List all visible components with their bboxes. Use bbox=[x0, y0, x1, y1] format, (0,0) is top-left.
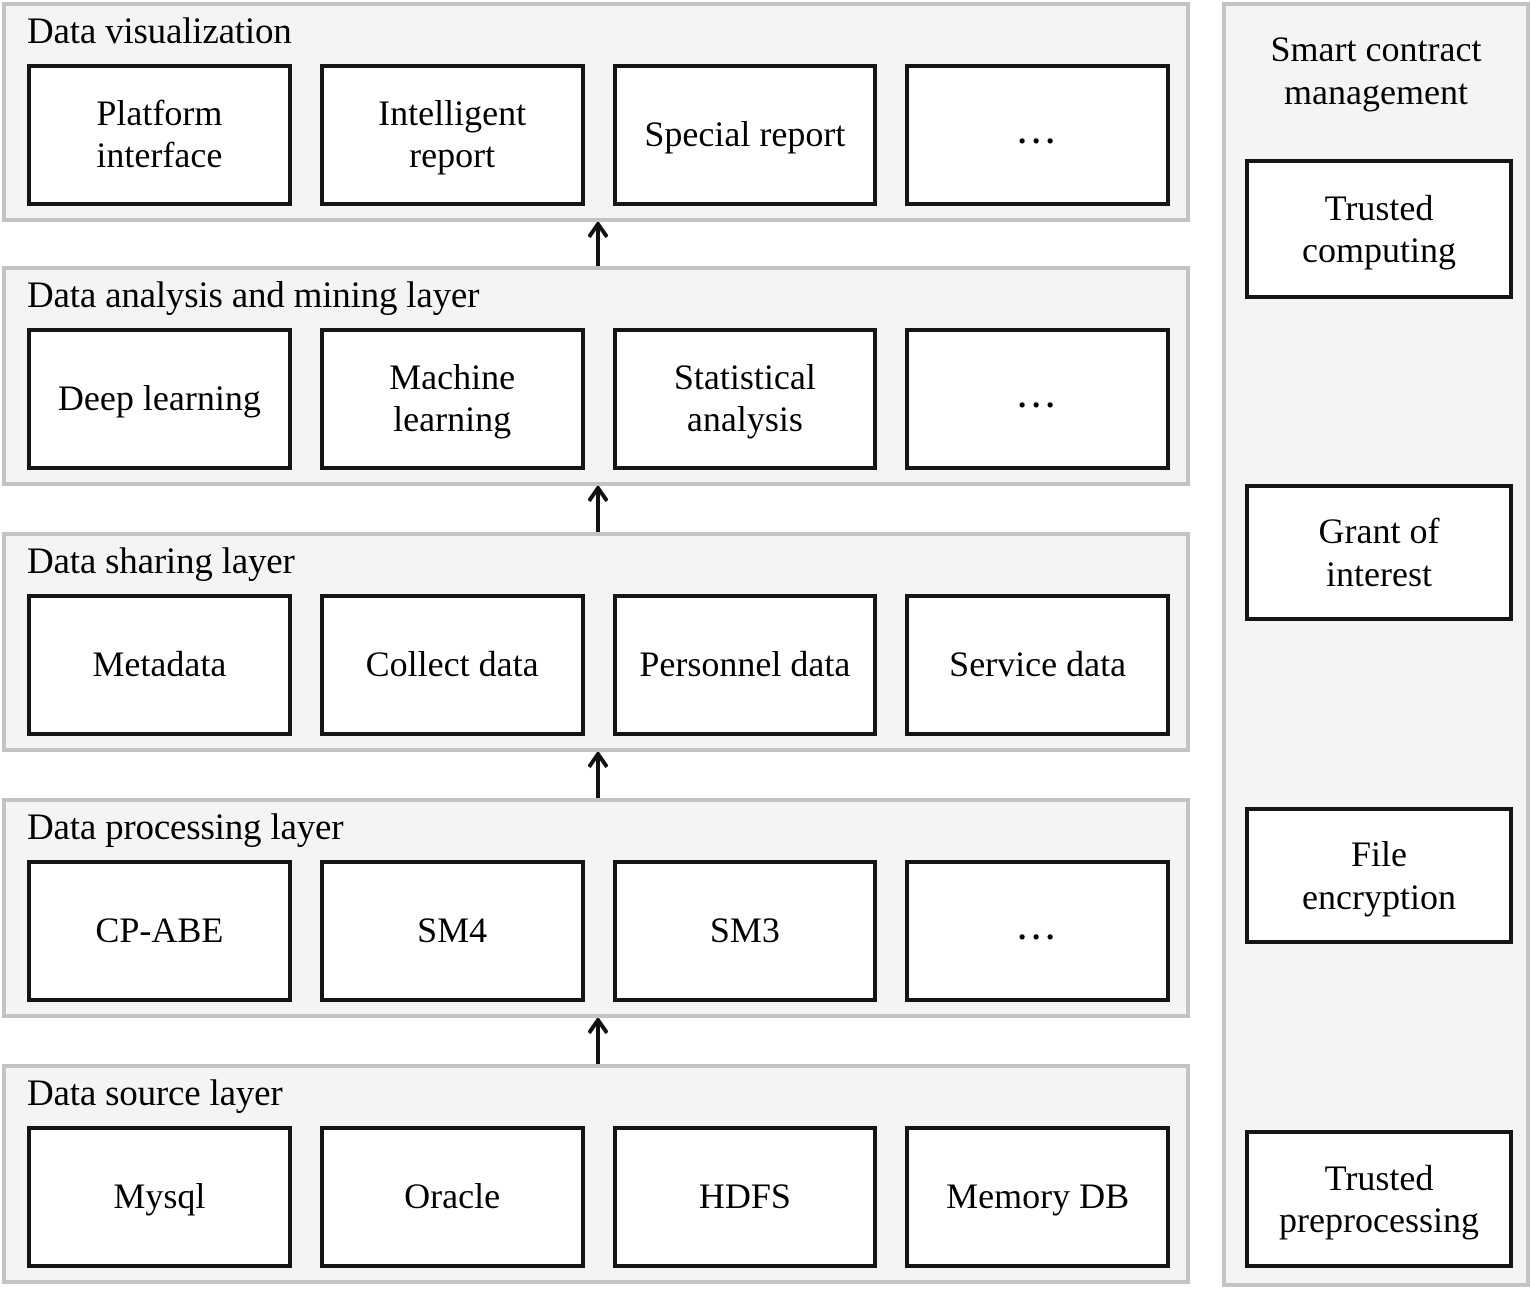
layer-box-label: Special report bbox=[644, 114, 846, 155]
side-panel-title: Smart contract management bbox=[1270, 29, 1482, 113]
layer-box-row: CP-ABE SM4 SM3 ... bbox=[27, 860, 1170, 1002]
smart-contract-management-panel: Smart contract management Trusted comput… bbox=[1222, 2, 1530, 1287]
layer-title: Data visualization bbox=[27, 11, 292, 52]
layer-panel-data-processing: Data processing layer CP-ABE SM4 SM3 ... bbox=[2, 798, 1190, 1018]
layer-box-label: Platform interface bbox=[96, 93, 223, 175]
side-box-grant-of-interest[interactable]: Grant of interest bbox=[1245, 484, 1513, 621]
layer-title: Data sharing layer bbox=[27, 541, 295, 582]
layer-box-more-ellipsis[interactable]: ... bbox=[905, 860, 1170, 1002]
side-box-label: Trusted computing bbox=[1302, 187, 1456, 270]
layer-box-deep-learning[interactable]: Deep learning bbox=[27, 328, 292, 470]
layer-box-row: Platform interface Intelligent report Sp… bbox=[27, 64, 1170, 206]
layer-box-label: Service data bbox=[949, 644, 1127, 685]
layer-box-label: Oracle bbox=[404, 1176, 501, 1217]
layer-title: Data processing layer bbox=[27, 807, 344, 848]
layer-box-collect-data[interactable]: Collect data bbox=[319, 594, 585, 736]
side-box-trusted-preprocessing[interactable]: Trusted preprocessing bbox=[1245, 1130, 1513, 1268]
side-box-label: Trusted preprocessing bbox=[1279, 1157, 1479, 1240]
side-box-trusted-computing[interactable]: Trusted computing bbox=[1245, 159, 1513, 299]
layer-title: Data source layer bbox=[27, 1073, 283, 1114]
layer-box-service-data[interactable]: Service data bbox=[905, 594, 1170, 736]
layer-box-row: Deep learning Machine learning Statistic… bbox=[27, 328, 1170, 470]
layer-box-more-ellipsis[interactable]: ... bbox=[905, 328, 1170, 470]
layer-box-memory-db[interactable]: Memory DB bbox=[905, 1126, 1170, 1268]
layer-box-row: Metadata Collect data Personnel data Ser… bbox=[27, 594, 1170, 736]
layer-box-label: SM3 bbox=[709, 910, 780, 951]
arrow-source-to-processing-icon bbox=[588, 1018, 608, 1064]
layer-box-mysql[interactable]: Mysql bbox=[27, 1126, 292, 1268]
layer-box-intelligent-report[interactable]: Intelligent report bbox=[319, 64, 585, 206]
layer-box-label: Statistical analysis bbox=[673, 357, 816, 439]
layer-box-cp-abe[interactable]: CP-ABE bbox=[27, 860, 292, 1002]
layer-box-metadata[interactable]: Metadata bbox=[27, 594, 292, 736]
layer-box-label: HDFS bbox=[698, 1176, 791, 1217]
layer-box-personnel-data[interactable]: Personnel data bbox=[612, 594, 878, 736]
layer-box-label: Mysql bbox=[113, 1176, 206, 1217]
layer-panel-data-analysis-and-mining: Data analysis and mining layer Deep lear… bbox=[2, 266, 1190, 486]
ellipsis-icon: ... bbox=[1016, 104, 1059, 153]
layer-panel-data-source: Data source layer Mysql Oracle HDFS Memo… bbox=[2, 1064, 1190, 1284]
layer-box-label: Deep learning bbox=[57, 378, 261, 419]
layer-box-sm4[interactable]: SM4 bbox=[319, 860, 585, 1002]
layer-box-label: Personnel data bbox=[639, 644, 851, 685]
layer-panel-data-sharing: Data sharing layer Metadata Collect data… bbox=[2, 532, 1190, 752]
layer-box-label: SM4 bbox=[417, 910, 488, 951]
layer-title: Data analysis and mining layer bbox=[27, 275, 480, 316]
arrow-processing-to-sharing-icon bbox=[588, 752, 608, 798]
layer-box-label: CP-ABE bbox=[95, 910, 224, 951]
layer-box-oracle[interactable]: Oracle bbox=[319, 1126, 585, 1268]
side-box-label: File encryption bbox=[1302, 834, 1456, 917]
layer-box-label: Metadata bbox=[92, 644, 227, 685]
layer-box-hdfs[interactable]: HDFS bbox=[612, 1126, 878, 1268]
arrow-analysis-to-visualization-icon bbox=[588, 222, 608, 268]
ellipsis-icon: ... bbox=[1016, 900, 1059, 949]
layer-box-statistical-analysis[interactable]: Statistical analysis bbox=[612, 328, 878, 470]
layer-box-special-report[interactable]: Special report bbox=[612, 64, 878, 206]
layer-box-platform-interface[interactable]: Platform interface bbox=[27, 64, 292, 206]
layer-box-label: Intelligent report bbox=[378, 93, 527, 175]
layer-box-label: Collect data bbox=[365, 644, 539, 685]
arrow-sharing-to-analysis-icon bbox=[588, 486, 608, 532]
layer-box-machine-learning[interactable]: Machine learning bbox=[319, 328, 585, 470]
side-box-file-encryption[interactable]: File encryption bbox=[1245, 807, 1513, 944]
layer-box-label: Machine learning bbox=[389, 357, 516, 439]
ellipsis-icon: ... bbox=[1016, 368, 1059, 417]
side-box-label: Grant of interest bbox=[1318, 511, 1440, 594]
layer-box-row: Mysql Oracle HDFS Memory DB bbox=[27, 1126, 1170, 1268]
layer-box-sm3[interactable]: SM3 bbox=[612, 860, 878, 1002]
layer-panel-data-visualization: Data visualization Platform interface In… bbox=[2, 2, 1190, 222]
layer-box-more-ellipsis[interactable]: ... bbox=[905, 64, 1170, 206]
layer-box-label: Memory DB bbox=[946, 1176, 1130, 1217]
